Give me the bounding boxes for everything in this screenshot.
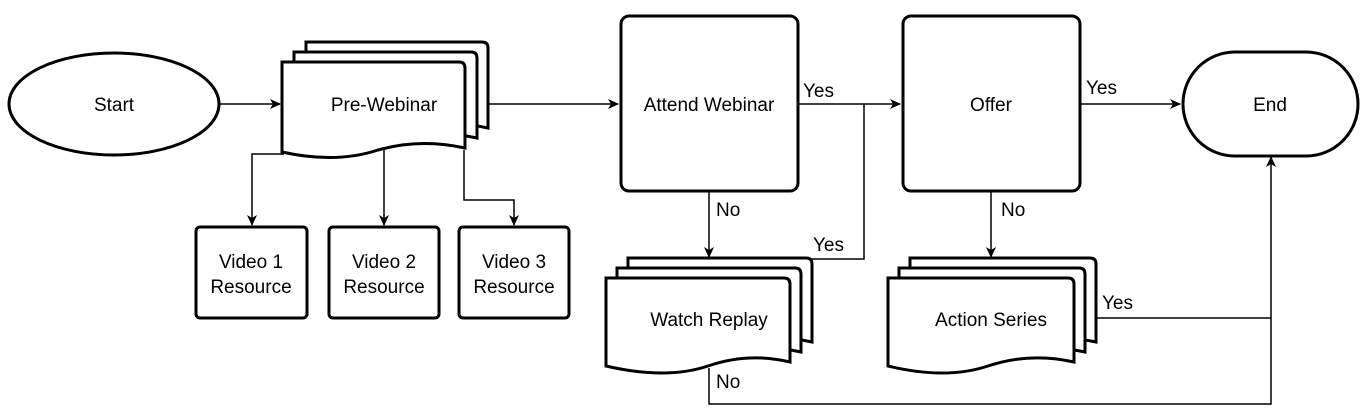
action-series-label: Action Series [935,310,1047,331]
video2-box [327,225,441,320]
edges [218,99,1276,405]
video3-box [457,225,571,320]
attend-yes-label: Yes [803,81,834,102]
attend-webinar-label: Attend Webinar [644,95,775,116]
video1-box [194,225,309,320]
start-node: Start [7,51,221,157]
video2-label-line2: Resource [343,277,424,298]
offer-box [901,14,1082,193]
start-ellipse [7,51,221,157]
end-node: End [1181,50,1360,158]
end-terminator [1181,50,1360,158]
video1-label-line2: Resource [210,277,291,298]
action-series-node: Action Series [886,256,1098,375]
replay-no-label: No [716,372,740,393]
video2-label-line1: Video 2 [352,252,416,273]
watch-replay-node: Watch Replay [604,256,814,375]
video2-node: Video 2 Resource [327,225,441,320]
edge-pre-webinar-to-video3 [463,150,519,226]
video1-label-line1: Video 1 [219,252,283,273]
attend-no-label: No [716,200,740,221]
offer-yes-label: Yes [1086,78,1117,99]
video3-label-line2: Resource [473,277,554,298]
video3-label-line1: Video 3 [482,252,546,273]
edge-replay-no-to-end [708,156,1276,405]
video3-node: Video 3 Resource [457,225,571,320]
offer-label: Offer [970,95,1013,116]
start-label: Start [94,95,135,116]
attend-webinar-box [619,14,800,193]
watch-replay-document [604,276,792,375]
action-yes-label: Yes [1102,293,1133,314]
action-series-document [886,276,1076,375]
pre-webinar-label: Pre-Webinar [331,95,438,116]
edge-labels: Yes No Yes No Yes No Yes [716,78,1133,393]
attend-webinar-node: Attend Webinar [619,14,800,193]
end-label: End [1253,95,1287,116]
watch-replay-label: Watch Replay [650,310,768,331]
offer-no-label: No [1001,200,1025,221]
edge-pre-webinar-to-video1 [247,153,284,226]
video1-node: Video 1 Resource [194,225,309,320]
replay-yes-label: Yes [813,235,844,256]
pre-webinar-node: Pre-Webinar [280,40,490,159]
offer-node: Offer [901,14,1082,193]
pre-webinar-document [280,60,467,159]
edge-replay-yes-to-offer [810,104,865,260]
